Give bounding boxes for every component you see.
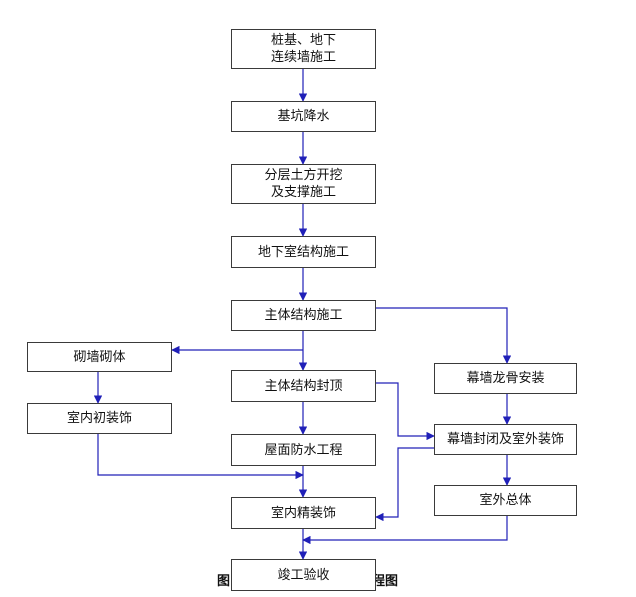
caption-left: 图 bbox=[217, 574, 231, 589]
node-main-structure: 主体结构施工 bbox=[231, 300, 376, 331]
node-curtain-seal: 幕墙封闭及室外装饰 bbox=[434, 424, 577, 455]
node-roof-waterproofing: 屋面防水工程 bbox=[231, 434, 376, 466]
node-structure-topping: 主体结构封顶 bbox=[231, 370, 376, 402]
connector-rough-to-interior-fine bbox=[97, 434, 304, 480]
node-interior-fine: 室内精装饰 bbox=[231, 497, 376, 529]
node-exterior-total: 室外总体 bbox=[434, 485, 577, 516]
node-masonry: 砌墙砌体 bbox=[27, 342, 172, 372]
connector-exterior-to-acceptance bbox=[302, 516, 508, 545]
node-basement-structure: 地下室结构施工 bbox=[231, 236, 376, 268]
connector-topping-to-curtain-seal bbox=[376, 382, 435, 441]
node-pile-foundation: 桩基、地下 连续墙施工 bbox=[231, 29, 376, 69]
node-interior-rough: 室内初装饰 bbox=[27, 403, 172, 434]
connector-curtain-seal-to-fine bbox=[375, 447, 434, 522]
connector-main-to-curtain-frame bbox=[376, 307, 512, 364]
node-excavation: 分层土方开挖 及支撑施工 bbox=[231, 164, 376, 204]
node-dewatering: 基坑降水 bbox=[231, 101, 376, 132]
caption-right: 程图 bbox=[372, 574, 399, 589]
node-curtain-frame: 幕墙龙骨安装 bbox=[434, 363, 577, 394]
node-acceptance: 竣工验收 bbox=[231, 559, 376, 591]
